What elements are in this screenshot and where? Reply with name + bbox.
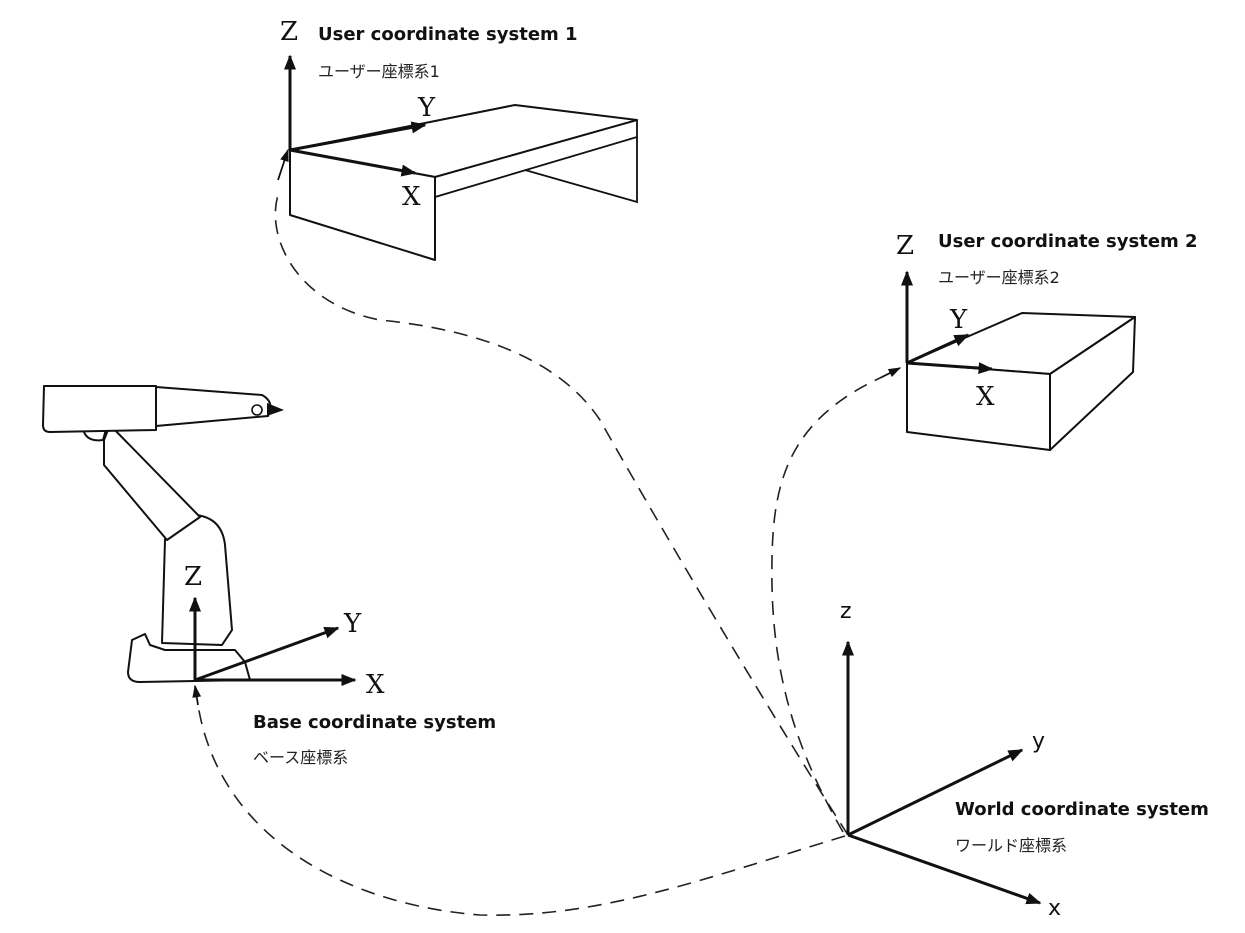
user2-y-label: Y (949, 305, 968, 335)
user2-title: User coordinate system 2 (938, 231, 1198, 252)
world-x-axis (847, 833, 1042, 905)
world-subtitle: ワールド座標系 (955, 836, 1067, 855)
user1-y-axis (289, 121, 427, 152)
user1-x-axis (289, 148, 417, 177)
path-world-to-user2-tip (879, 367, 902, 379)
user1-x-label: X (402, 182, 421, 212)
transform-paths (192, 148, 902, 916)
user2-box-side (1049, 316, 1136, 451)
world-y-label: y (1032, 729, 1045, 754)
base-y-label: Y (343, 609, 362, 639)
world-x-label: x (1048, 896, 1061, 921)
base-subtitle: ベース座標系 (253, 748, 348, 767)
robot-wrist-joint (251, 404, 263, 416)
base-x-label: X (366, 670, 385, 700)
user1-title: User coordinate system 1 (318, 24, 578, 45)
base-y-axis (194, 626, 340, 682)
base-group: Z Y X Base coordinate system ベース座標系 (184, 562, 496, 767)
world-y-axis (847, 748, 1024, 837)
world-title: World coordinate system (955, 799, 1209, 820)
user1-z-label: Z (280, 17, 298, 47)
user2-z-label: Z (896, 231, 914, 261)
world-group: z y x World coordinate system ワールド座標系 (840, 599, 1209, 921)
user2-group: Z Y X User coordinate system 2 ユーザー座標系2 (896, 231, 1198, 451)
user2-x-axis (906, 361, 994, 375)
user1-group: Z Y X User coordinate system 1 ユーザー座標系1 (280, 17, 638, 261)
path-world-to-base (197, 704, 846, 916)
user1-right-panel (524, 137, 638, 204)
user2-y-axis (906, 333, 970, 365)
world-z-label: z (840, 599, 852, 624)
base-title: Base coordinate system (253, 712, 496, 733)
robot-arm (42, 385, 284, 683)
user1-subtitle: ユーザー座標系1 (318, 62, 440, 81)
base-z-label: Z (184, 562, 202, 592)
user1-y-label: Y (417, 93, 436, 123)
robot-forearm-head (42, 385, 157, 433)
user2-subtitle: ユーザー座標系2 (938, 268, 1060, 287)
path-world-to-user1 (274, 194, 849, 836)
path-world-to-user2 (771, 377, 881, 833)
path-world-to-base-tip (192, 684, 202, 706)
path-world-to-user1-tip (277, 148, 289, 181)
user2-x-label: X (976, 382, 995, 412)
robot-tool-tip (267, 403, 284, 416)
robot-upper-arm (103, 424, 201, 541)
